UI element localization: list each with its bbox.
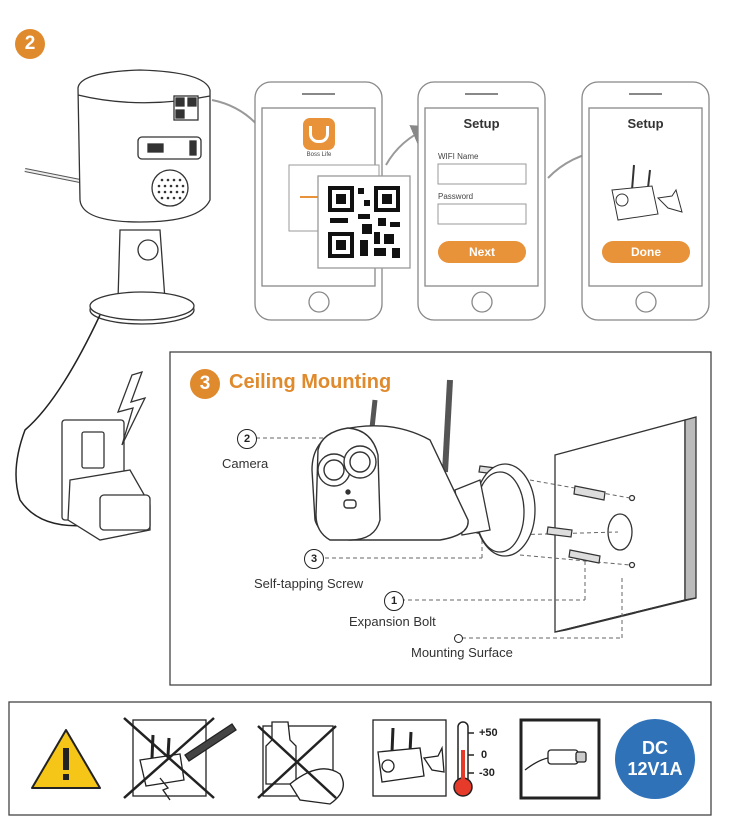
callout-number-1: 1 (384, 591, 404, 611)
warnings-frame (8, 701, 712, 816)
temp-max: +50 (479, 727, 498, 739)
done-button[interactable]: Done (602, 241, 690, 263)
mounting-surface (554, 416, 697, 633)
mounting-surface-label: Mounting Surface (411, 645, 513, 660)
mounting-surface-dot (454, 634, 463, 643)
qr-code-icon (328, 186, 400, 258)
password-label: Password (438, 192, 474, 201)
camera-illustration (15, 69, 211, 541)
warning-icon (31, 729, 101, 789)
camera-temperature-icon (372, 719, 447, 797)
ceiling-mounting-frame (169, 351, 712, 686)
password-input[interactable] (438, 204, 526, 224)
camera-small-icon (611, 164, 683, 221)
callout-number-2: 2 (237, 429, 257, 449)
step-3-badge: 3 (190, 369, 220, 399)
camera-label: Camera (222, 456, 269, 471)
phone-2-title: Setup (463, 116, 500, 131)
expansion-bolt-label: Expansion Bolt (349, 614, 436, 629)
no-disassemble-icon (123, 717, 237, 801)
next-button[interactable]: Next (438, 241, 526, 263)
no-chemical-clean-icon (257, 721, 344, 805)
power-plug-icon (519, 718, 601, 800)
temp-mid: 0 (481, 749, 488, 761)
app-name: Boss Life (306, 152, 332, 158)
callout-number-3: 3 (304, 549, 324, 569)
temp-min: -30 (479, 767, 495, 779)
self-tapping-screw-label: Self-tapping Screw (254, 576, 364, 591)
power-spec-line1: DC (642, 738, 668, 758)
power-bolt-icon (116, 371, 147, 446)
camera-ceiling-illustration (311, 379, 469, 541)
thermometer-icon (453, 721, 474, 797)
phone-3-title: Setup (627, 116, 664, 131)
section-title: Ceiling Mounting (229, 371, 392, 393)
wifi-name-label: WIFI Name (438, 152, 479, 161)
app-logo-icon (303, 118, 335, 150)
wifi-name-input[interactable] (438, 164, 526, 184)
power-spec-badge: DC 12V1A (615, 719, 695, 799)
step-2-badge: 2 (15, 29, 45, 59)
power-spec-line2: 12V1A (627, 759, 683, 779)
